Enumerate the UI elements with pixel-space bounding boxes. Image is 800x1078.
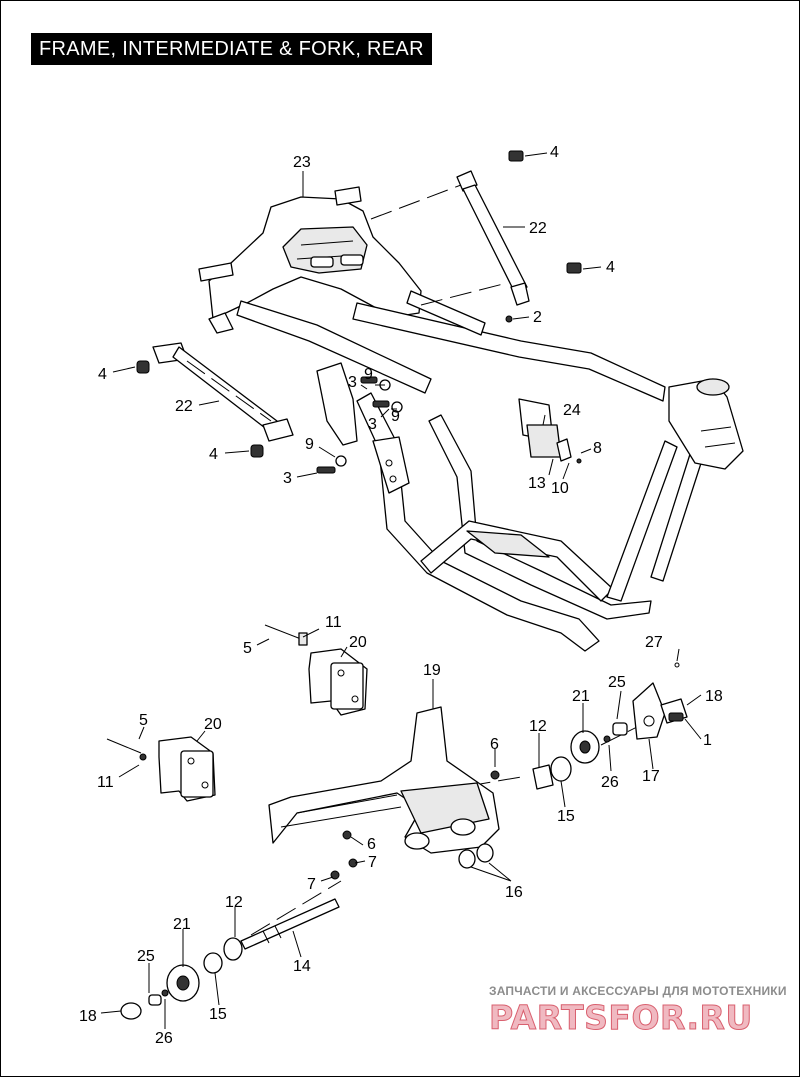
callout-9: 9 bbox=[364, 366, 373, 383]
callout-21: 21 bbox=[173, 916, 191, 933]
callout-1: 1 bbox=[703, 732, 712, 749]
callout-7: 7 bbox=[307, 876, 316, 893]
callout-24: 24 bbox=[563, 402, 581, 419]
callout-numbers: 23 4 22 4 2 4 3 9 3 9 22 24 8 4 9 13 10 … bbox=[79, 144, 723, 1047]
frame-fasteners bbox=[136, 150, 582, 474]
callout-12: 12 bbox=[225, 894, 243, 911]
callout-15: 15 bbox=[209, 1006, 227, 1023]
callout-21: 21 bbox=[572, 688, 590, 705]
callout-23: 23 bbox=[293, 154, 311, 171]
callout-20: 20 bbox=[349, 634, 367, 651]
shock-absorber-upper bbox=[456, 170, 530, 306]
callout-7: 7 bbox=[368, 854, 377, 871]
leader-lines bbox=[100, 152, 702, 1029]
main-frame bbox=[198, 186, 744, 652]
callout-26: 26 bbox=[601, 774, 619, 791]
callout-2: 2 bbox=[533, 309, 542, 326]
pivot-parts-right bbox=[532, 662, 688, 790]
callout-11: 11 bbox=[325, 614, 342, 631]
callout-9: 9 bbox=[305, 436, 314, 453]
watermark-tagline: ЗАПЧАСТИ И АКСЕССУАРЫ ДЛЯ МОТОТЕХНИКИ bbox=[489, 984, 787, 998]
callout-25: 25 bbox=[137, 948, 155, 965]
callout-22: 22 bbox=[529, 220, 547, 237]
callout-6: 6 bbox=[490, 736, 499, 753]
shock-absorber-lower bbox=[152, 342, 294, 442]
callout-3: 3 bbox=[368, 416, 377, 433]
callout-18: 18 bbox=[705, 688, 723, 705]
page-title: FRAME, INTERMEDIATE & FORK, REAR bbox=[31, 33, 432, 65]
callout-5: 5 bbox=[243, 640, 252, 657]
callout-20: 20 bbox=[204, 716, 222, 733]
callout-15: 15 bbox=[557, 808, 575, 825]
pivot-parts-left bbox=[120, 937, 243, 1020]
callout-13: 13 bbox=[528, 475, 546, 492]
bushings-16 bbox=[458, 843, 494, 869]
pivot-shaft-14 bbox=[240, 898, 340, 950]
callout-25: 25 bbox=[608, 674, 626, 691]
callout-16: 16 bbox=[505, 884, 523, 901]
callout-27: 27 bbox=[645, 634, 663, 651]
mount-bracket-lower bbox=[106, 736, 216, 802]
callout-18: 18 bbox=[79, 1008, 97, 1025]
callout-4: 4 bbox=[98, 366, 107, 383]
callout-14: 14 bbox=[293, 958, 311, 975]
callout-5: 5 bbox=[139, 712, 148, 729]
mount-bracket-upper bbox=[264, 624, 368, 716]
callout-9: 9 bbox=[391, 408, 400, 425]
callout-19: 19 bbox=[423, 662, 441, 679]
callout-11: 11 bbox=[97, 774, 114, 791]
callout-6: 6 bbox=[367, 836, 376, 853]
callout-4: 4 bbox=[209, 446, 218, 463]
callout-17: 17 bbox=[642, 768, 660, 785]
watermark-brand: PARTSFOR.RU bbox=[489, 998, 753, 1037]
callout-26: 26 bbox=[155, 1030, 173, 1047]
callout-4: 4 bbox=[606, 259, 615, 276]
callout-8: 8 bbox=[593, 440, 602, 457]
callout-12: 12 bbox=[529, 718, 547, 735]
callout-10: 10 bbox=[551, 480, 569, 497]
callout-3: 3 bbox=[348, 374, 357, 391]
callout-3: 3 bbox=[283, 470, 292, 487]
callout-4: 4 bbox=[550, 144, 559, 161]
watermark: ЗАПЧАСТИ И АКСЕССУАРЫ ДЛЯ МОТОТЕХНИКИ PA… bbox=[489, 984, 787, 1038]
callout-22: 22 bbox=[175, 398, 193, 415]
rear-fork bbox=[268, 706, 500, 880]
